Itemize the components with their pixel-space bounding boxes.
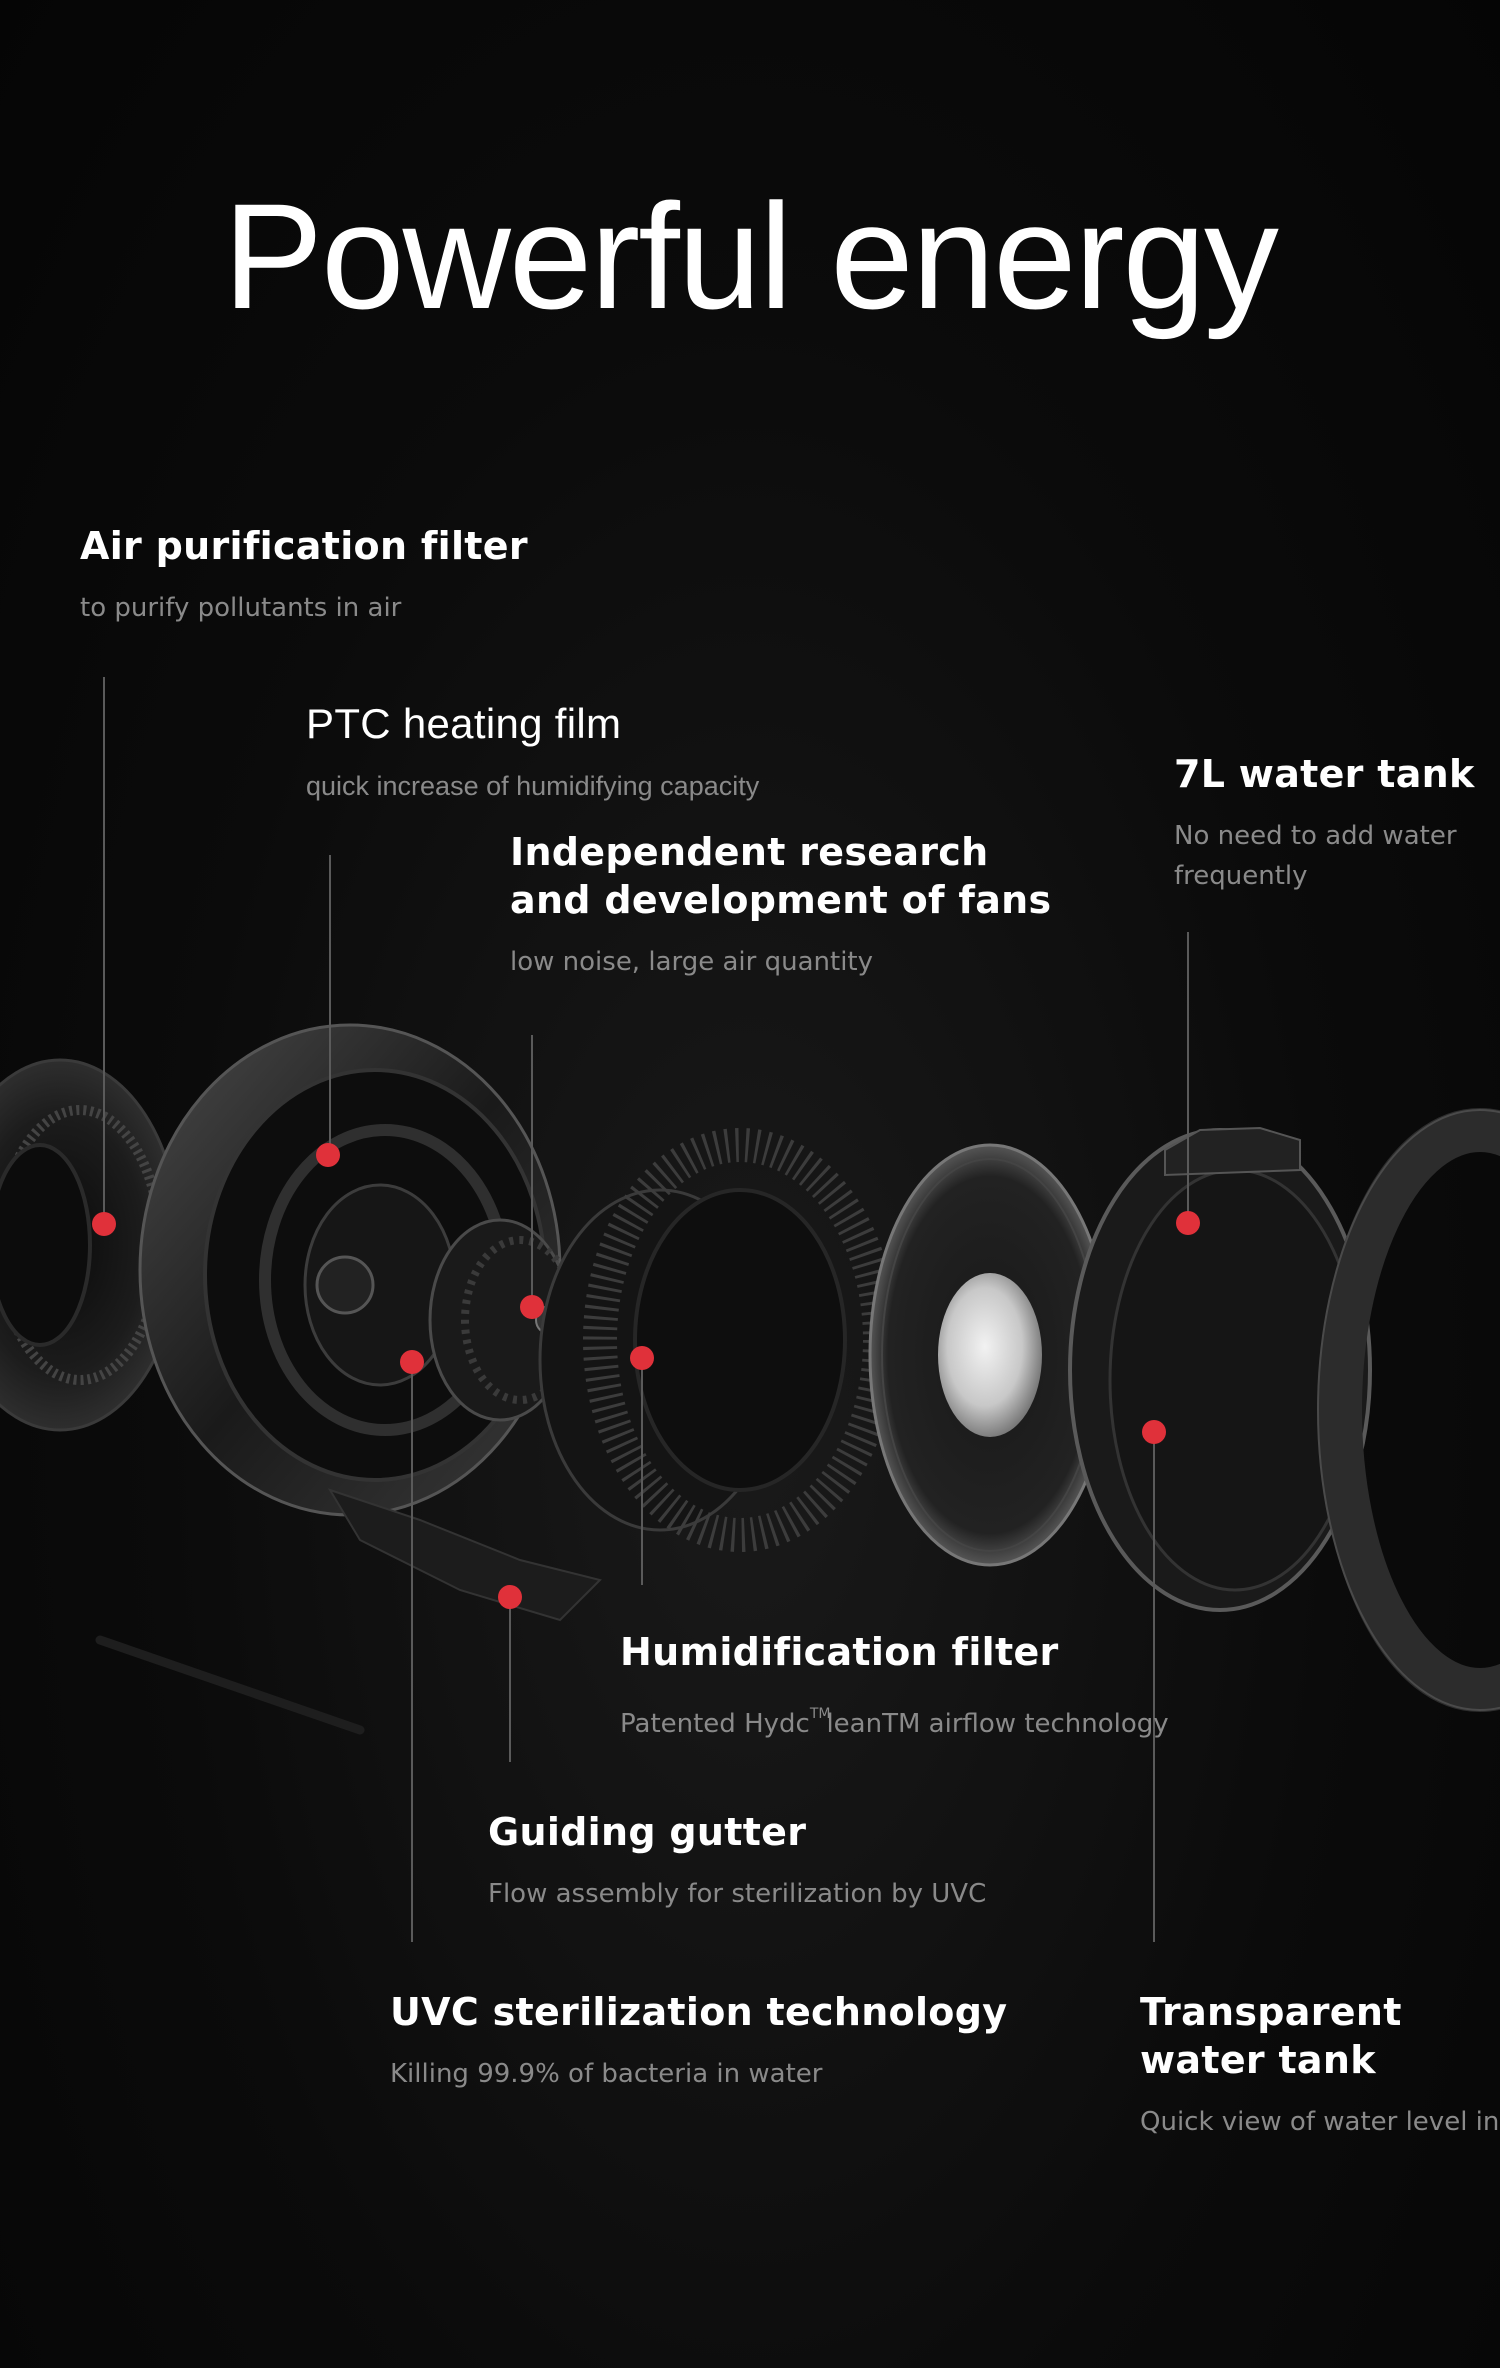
- page-title: Powerful energy: [223, 172, 1279, 340]
- marker-transparent: [1142, 1420, 1166, 1444]
- label-desc: Flow assembly for sterilization by UVC: [488, 1879, 987, 1909]
- desc-suffix: leanTM airflow technology: [826, 1709, 1169, 1739]
- air-filter-part: [0, 1058, 182, 1432]
- label-ptc-heating-film: PTC heating film quick increase of humid…: [306, 700, 759, 806]
- label-title: UVC sterilization technology: [390, 1990, 1008, 2034]
- label-title-line2: and development of fans: [510, 878, 1052, 922]
- label-humidification-filter: Humidification filter Patented HydcTMlea…: [620, 1628, 1169, 1744]
- label-title: Guiding gutter: [488, 1810, 807, 1854]
- label-desc-line2: frequently: [1174, 861, 1308, 891]
- label-desc: Quick view of water level in r: [1140, 2107, 1500, 2137]
- marker-fans: [520, 1295, 544, 1319]
- label-desc: to purify pollutants in air: [80, 593, 402, 623]
- marker-uvc: [400, 1350, 424, 1374]
- label-title: Humidification filter: [620, 1630, 1059, 1674]
- label-uvc-sterilization: UVC sterilization technology Killing 99.…: [390, 1988, 1007, 2094]
- label-transparent-water-tank: Transparent water tank Quick view of wat…: [1140, 1988, 1500, 2142]
- label-desc: Killing 99.9% of bacteria in water: [390, 2059, 823, 2089]
- marker-air-filter: [92, 1212, 116, 1236]
- label-title: 7L water tank: [1174, 752, 1475, 796]
- water-tank-part: [1068, 1126, 1372, 1612]
- leader-lines: [103, 677, 1189, 1942]
- base-ring-part: [1317, 1108, 1500, 1712]
- brush-accessory: [95, 1635, 365, 1735]
- label-desc-line1: No need to add water: [1174, 821, 1457, 851]
- marker-ptc: [316, 1143, 340, 1167]
- label-fans: Independent research and development of …: [510, 828, 1051, 982]
- label-title: PTC heating film: [306, 700, 622, 747]
- label-title: Air purification filter: [80, 524, 528, 568]
- label-desc: quick increase of humidifying capacity: [306, 771, 760, 801]
- label-desc: Patented HydcTMleanTM airflow technology: [620, 1694, 1169, 1744]
- marker-gutter: [498, 1585, 522, 1609]
- label-title-line2: water tank: [1140, 2038, 1376, 2082]
- trademark-mark: TM: [809, 1706, 831, 1722]
- label-title-line1: Transparent: [1140, 1990, 1402, 2034]
- desc-prefix: Patented Hydc: [620, 1709, 810, 1739]
- label-title-line1: Independent research: [510, 830, 989, 874]
- marker-tank: [1176, 1211, 1200, 1235]
- label-guiding-gutter: Guiding gutter Flow assembly for sterili…: [488, 1808, 986, 1914]
- hotspot-markers: [92, 1143, 1200, 1609]
- label-7l-water-tank: 7L water tank No need to add water frequ…: [1174, 750, 1475, 896]
- humidification-filter-part: [538, 1128, 897, 1552]
- marker-humid-filter: [630, 1346, 654, 1370]
- label-air-purification-filter: Air purification filter to purify pollut…: [80, 522, 528, 628]
- label-desc: low noise, large air quantity: [510, 947, 873, 977]
